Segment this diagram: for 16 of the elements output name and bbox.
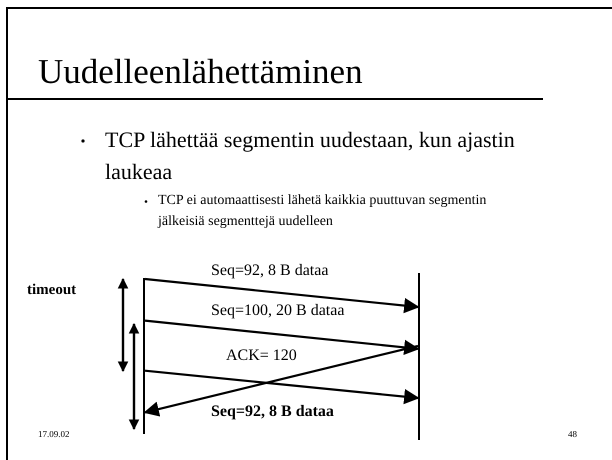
slide-title: Uudelleenlähettäminen [38, 52, 363, 92]
lifeline [418, 273, 420, 440]
edge-label: Seq=100, 20 B dataa [211, 302, 344, 320]
bullet-text: TCP lähettää segmentin uudestaan, kun ajastin laukeaa [105, 126, 516, 186]
edge-label: ACK= 120 [226, 347, 297, 366]
edge-label: Seq=92, 8 B dataa [211, 403, 334, 422]
message-arrow [144, 320, 420, 356]
footer-text: 17.09.02 [38, 429, 70, 440]
message-arrow [144, 370, 420, 404]
bullet-text: TCP ei automaattisesti lähetä kaikkia puuttuvan segmentin jälkeisiä segmenttejä uudelleen [158, 192, 488, 231]
edge-label: Seq=92, 8 B dataa [211, 262, 328, 280]
message-arrow [144, 344, 418, 417]
lifeline [143, 278, 145, 434]
annotation-label: timeout [27, 282, 76, 300]
footer-text: 48 [568, 429, 577, 440]
message-arrow [144, 278, 420, 314]
